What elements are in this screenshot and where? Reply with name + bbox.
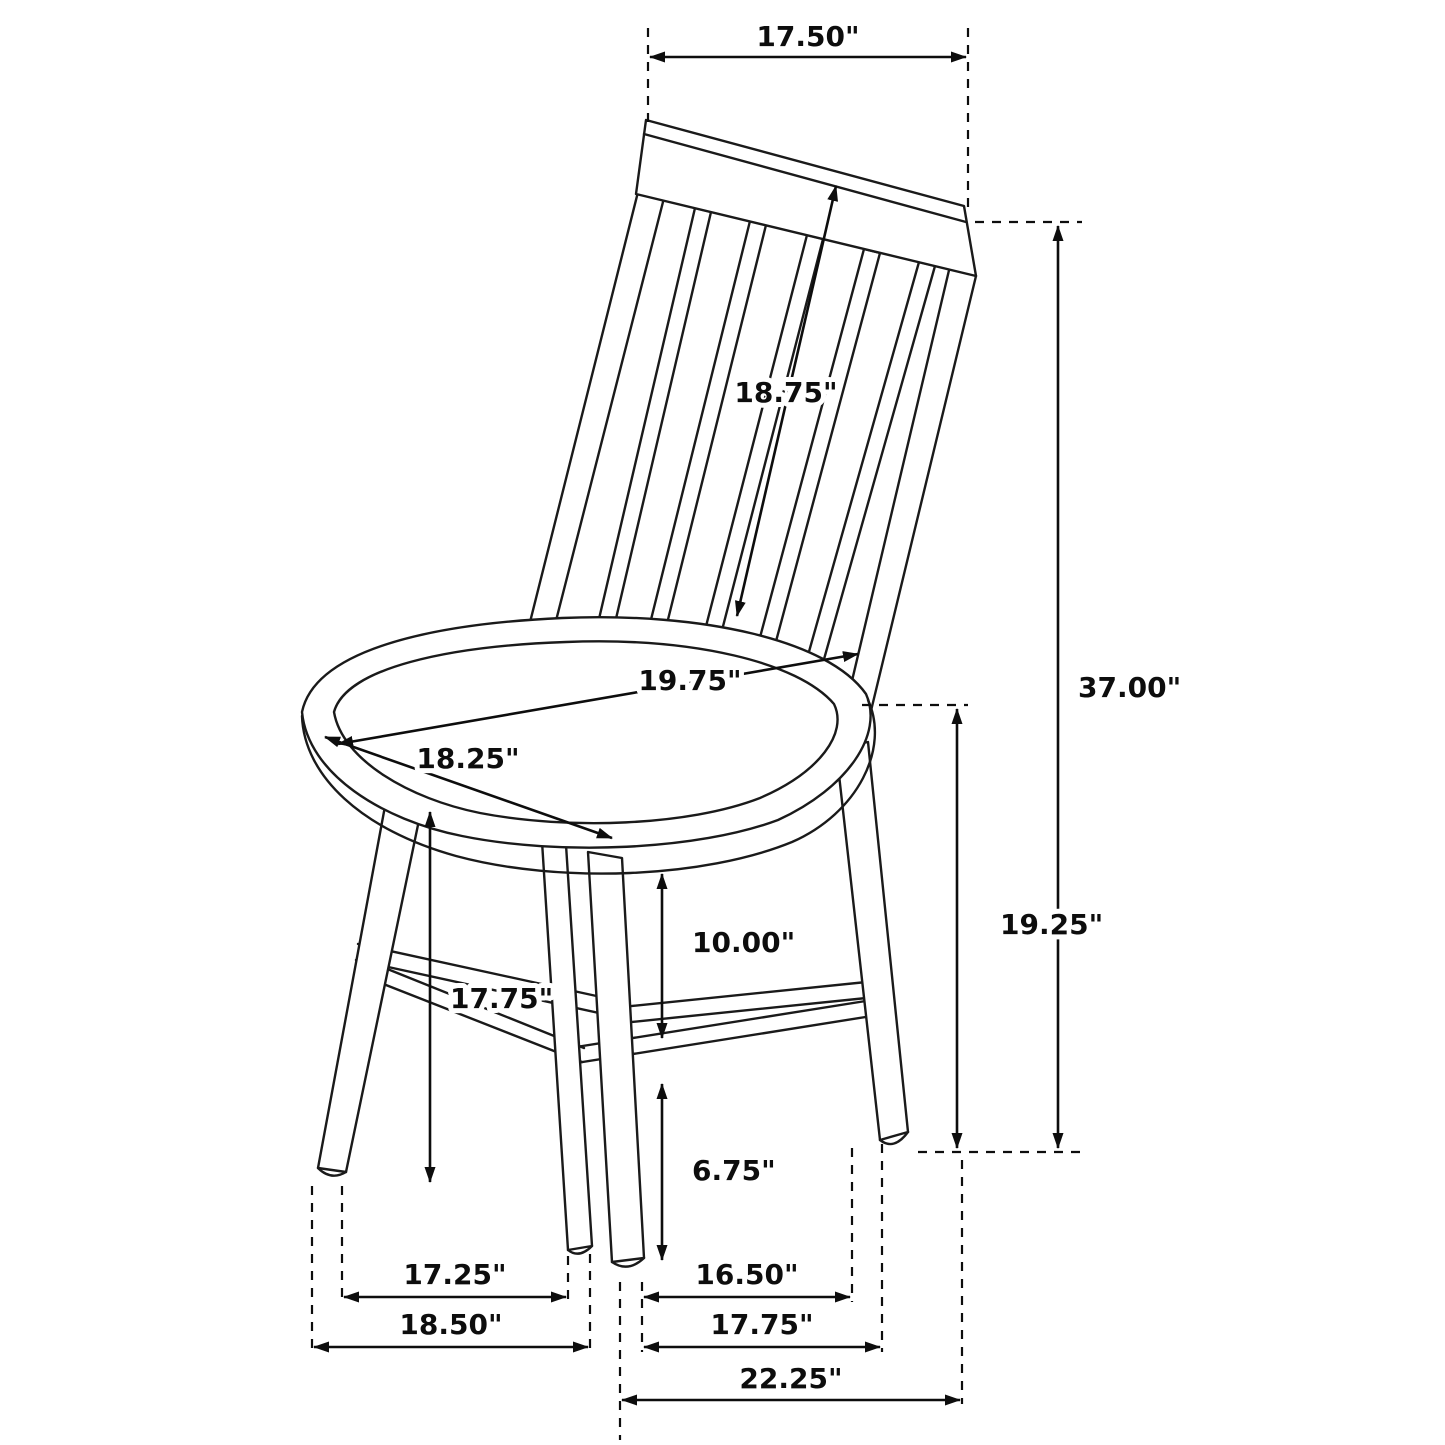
- dim-floor-to-seat-front: 17.75": [424, 811, 558, 1183]
- dim-label: 18.25": [416, 742, 519, 775]
- back-right-foot: [878, 1130, 910, 1146]
- chair-legs: [316, 740, 910, 1268]
- dim-stretcher-to-floor: 6.75": [656, 1083, 781, 1261]
- left-side-stretcher: [358, 956, 586, 1050]
- dim-label: 18.75": [734, 376, 837, 409]
- dim-side-legs-outer-depth: 17.75": [643, 1303, 881, 1353]
- dim-label: 16.50": [695, 1258, 798, 1291]
- dim-label: 6.75": [692, 1154, 776, 1187]
- dim-label: 22.25": [739, 1362, 842, 1395]
- back-top-rail-edge: [642, 132, 968, 224]
- dim-label: 18.50": [399, 1308, 502, 1341]
- dim-label: 10.00": [692, 926, 795, 959]
- dim-label: 17.25": [403, 1258, 506, 1291]
- dim-side-legs-inner-depth: 16.50": [643, 1253, 851, 1303]
- dim-overall-depth: 22.25": [621, 1357, 961, 1406]
- dim-label: 19.75": [638, 664, 741, 697]
- dim-front-legs-inner-width: 17.25": [343, 1253, 567, 1303]
- dim-overall-height: 37.00": [1052, 225, 1186, 1149]
- front-left-foot: [316, 1166, 348, 1177]
- dim-seat-width: 18.25": [324, 735, 613, 840]
- spindle: [586, 206, 713, 672]
- back-post-left: [522, 190, 666, 654]
- dim-top-width: 17.50": [649, 15, 967, 63]
- front-left-leg: [316, 788, 426, 1174]
- dim-seat-to-stretcher: 10.00": [656, 873, 800, 1039]
- left-side-stretcher: [356, 972, 584, 1064]
- dim-seat-depth-diagonal: 19.75": [337, 651, 859, 747]
- dim-arrow: [735, 185, 838, 617]
- dim-label: 17.75": [710, 1308, 813, 1341]
- back-left-leg: [538, 808, 594, 1252]
- extension-lines: [310, 28, 1082, 1440]
- back-left-foot: [566, 1244, 594, 1255]
- dim-backrest-length: 18.75": [729, 185, 843, 617]
- front-right-foot: [610, 1256, 646, 1268]
- front-stretcher: [356, 942, 626, 1004]
- front-right-leg: [586, 850, 646, 1264]
- dim-floor-to-seat-back: 19.25": [951, 708, 1108, 1149]
- dim-arrow: [324, 735, 613, 840]
- dim-label: 17.50": [756, 20, 859, 53]
- dim-label: 17.75": [450, 982, 553, 1015]
- dim-arrow: [337, 651, 859, 747]
- dim-label: 37.00": [1078, 671, 1181, 704]
- dim-label: 19.25": [1000, 908, 1103, 941]
- dim-front-legs-outer-width: 18.50": [313, 1303, 589, 1353]
